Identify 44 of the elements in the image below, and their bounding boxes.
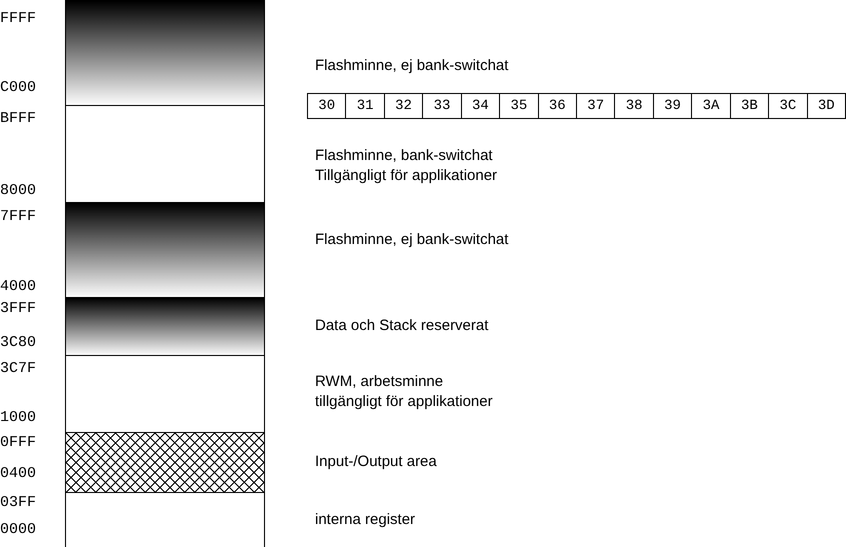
address-label: 1000 <box>0 409 38 427</box>
bank-page-cell: 34 <box>460 93 500 119</box>
address-label: 3FFF <box>0 300 38 318</box>
bank-page-cell: 30 <box>307 93 346 119</box>
bank-page-cell: 37 <box>576 93 616 119</box>
region-description: interna register <box>315 510 416 530</box>
address-label: 4000 <box>0 278 38 296</box>
region-description: Flashminne, bank-switchat <box>315 146 493 166</box>
memory-region <box>65 492 265 547</box>
region-description: Data och Stack reserverat <box>315 316 488 336</box>
region-description: Flashminne, ej bank-switchat <box>315 230 508 250</box>
region-description: Tillgängligt för applikationer <box>315 166 498 186</box>
memory-region <box>65 355 265 433</box>
address-label: 7FFF <box>0 208 38 226</box>
region-description: Flashminne, ej bank-switchat <box>315 56 508 76</box>
bank-page-cell: 39 <box>652 93 692 119</box>
region-description: RWM, arbetsminne <box>315 372 444 392</box>
bank-page-cell: 38 <box>614 93 654 119</box>
hatched-memory-region <box>65 432 265 493</box>
address-label: 03FF <box>0 494 38 512</box>
bank-page-cell: 36 <box>538 93 577 119</box>
address-label: C000 <box>0 79 38 97</box>
bank-page-cell: 33 <box>422 93 462 119</box>
address-label: 8000 <box>0 182 38 200</box>
bank-page-cell: 3C <box>768 93 808 119</box>
memory-region <box>65 105 265 203</box>
shaded-memory-region <box>65 202 265 298</box>
address-label: 3C80 <box>0 334 38 352</box>
shaded-memory-region <box>65 0 265 106</box>
bank-page-cell: 31 <box>345 93 385 119</box>
region-description: Input-/Output area <box>315 452 437 472</box>
address-label: FFFF <box>0 10 38 28</box>
bank-page-cell: 35 <box>499 93 539 119</box>
bank-page-cell: 3A <box>691 93 731 119</box>
bank-page-cell: 3D <box>806 93 846 119</box>
address-label: 0400 <box>0 465 38 483</box>
address-label: 3C7F <box>0 360 38 378</box>
bank-page-cell: 3B <box>730 93 770 119</box>
bank-page-cell: 32 <box>384 93 424 119</box>
address-label: BFFF <box>0 110 38 128</box>
shaded-memory-region <box>65 297 265 356</box>
address-label: 0FFF <box>0 434 38 452</box>
address-label: 0000 <box>0 521 38 539</box>
region-description: tillgängligt för applikationer <box>315 392 493 412</box>
